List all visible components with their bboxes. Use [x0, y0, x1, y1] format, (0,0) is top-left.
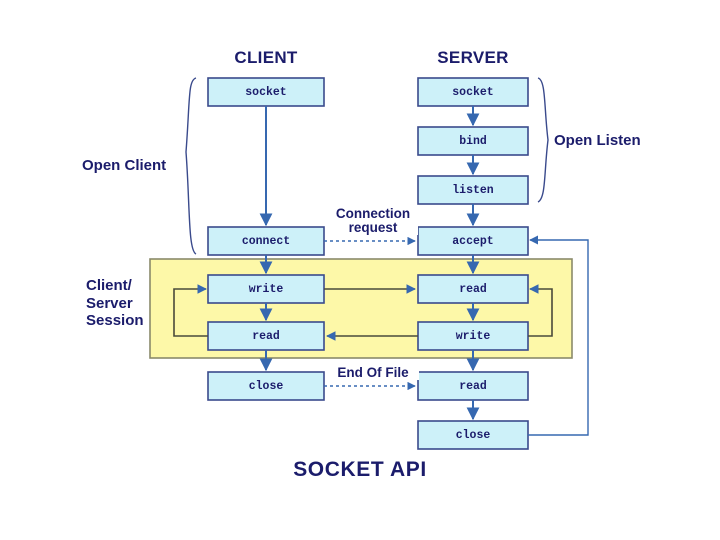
group-label-session-line1: Client/ — [86, 277, 132, 294]
box-server-accept[interactable] — [417, 226, 529, 256]
brace-open-listen — [537, 77, 549, 203]
group-label-open-listen: Open Listen — [554, 132, 641, 149]
arrow-client-read-loop-to-write — [173, 284, 208, 337]
column-heading-client: CLIENT — [234, 48, 298, 67]
label-server-accept: accept — [452, 234, 494, 248]
label-server-close: close — [455, 428, 491, 442]
group-label-session-line2: Server — [86, 294, 133, 312]
label-server-read: read — [459, 282, 487, 296]
column-heading-server: SERVER — [437, 48, 509, 67]
label-client-write: write — [248, 282, 284, 296]
box-client-close[interactable] — [207, 371, 325, 401]
label-server-bind: bind — [459, 134, 487, 148]
label-client-read: read — [252, 329, 280, 343]
box-server-read[interactable] — [417, 274, 529, 304]
box-server-write[interactable] — [417, 321, 529, 351]
flow-label-end-of-file: End Of File — [327, 365, 419, 381]
label-server-read2: read — [459, 379, 487, 393]
diagram-title: SOCKET API — [293, 458, 427, 481]
label-server-listen: listen — [452, 183, 494, 197]
flow-label-connection-request: Connection request — [328, 206, 418, 236]
flow-label-connection-request-line2: request — [348, 220, 398, 236]
brace-open-client — [185, 77, 197, 255]
group-label-session: Client/ Server Session — [86, 277, 146, 330]
label-client-close: close — [248, 379, 284, 393]
label-client-connect: connect — [241, 234, 291, 248]
group-label-session-line3: Session — [86, 312, 144, 330]
label-server-write: write — [455, 329, 491, 343]
box-server-close[interactable] — [417, 420, 529, 450]
box-server-bind[interactable] — [417, 126, 529, 156]
label-server-socket: socket — [452, 85, 494, 99]
label-client-socket: socket — [245, 85, 287, 99]
flow-label-connection-request-line1: Connection — [335, 206, 411, 221]
group-label-open-client: Open Client — [82, 157, 167, 174]
arrow-server-close-to-accept — [528, 235, 589, 436]
flow-label-end-of-file-line1: End Of File — [337, 365, 409, 380]
arrow-server-write-loop-to-read — [528, 284, 553, 337]
